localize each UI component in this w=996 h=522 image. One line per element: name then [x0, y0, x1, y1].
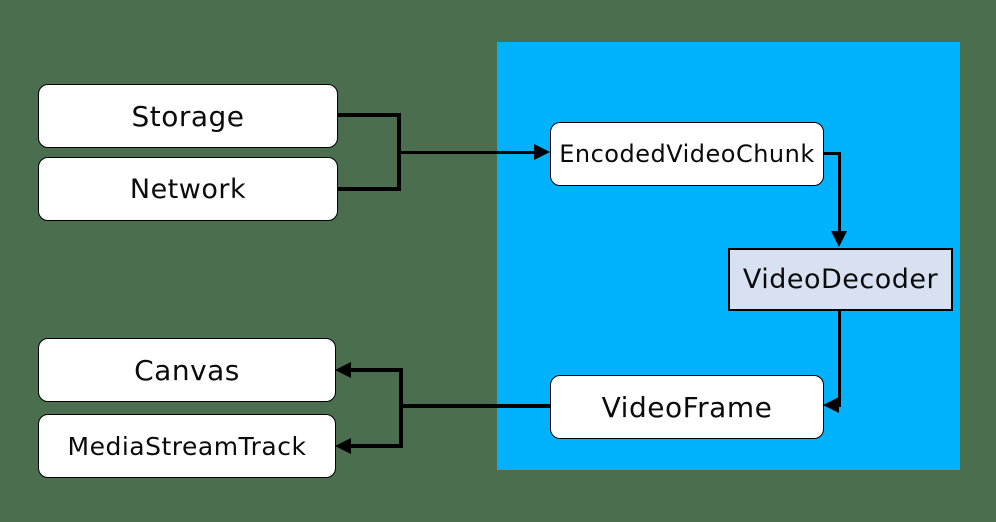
- edge-frame-out-segment: [403, 404, 550, 408]
- node-encoded-video-chunk: EncodedVideoChunk: [550, 122, 824, 186]
- edge-to-chunk-arrowhead: [534, 144, 550, 160]
- node-encoded-video-chunk-label: EncodedVideoChunk: [559, 140, 815, 168]
- node-network: Network: [38, 157, 338, 221]
- edge-to-mediastreamtrack-segment: [349, 444, 403, 448]
- edge-decoder-down-segment: [838, 311, 841, 407]
- edge-to-decoder-arrowhead: [831, 231, 847, 247]
- node-video-frame-label: VideoFrame: [601, 390, 773, 424]
- edge-storage-out-segment: [337, 113, 401, 117]
- node-canvas: Canvas: [38, 338, 336, 402]
- edge-bottom-junction-segment: [399, 368, 403, 448]
- node-network-label: Network: [129, 173, 247, 205]
- node-storage-label: Storage: [131, 99, 245, 133]
- node-video-frame: VideoFrame: [550, 375, 824, 439]
- node-canvas-label: Canvas: [134, 353, 240, 387]
- edge-to-mediastreamtrack-arrowhead: [335, 438, 351, 454]
- edge-network-out-segment: [337, 187, 401, 191]
- node-storage: Storage: [38, 84, 338, 148]
- node-video-decoder-label: VideoDecoder: [742, 264, 939, 295]
- edge-to-frame-arrowhead: [823, 397, 839, 413]
- edge-chunk-down-segment: [838, 152, 841, 232]
- edge-chunk-out-segment: [823, 152, 841, 155]
- node-media-stream-track: MediaStreamTrack: [38, 414, 336, 478]
- edge-to-canvas-arrowhead: [335, 362, 351, 378]
- node-video-decoder: VideoDecoder: [728, 248, 953, 311]
- edge-to-canvas-segment: [349, 368, 403, 372]
- edge-to-chunk-segment: [399, 151, 535, 154]
- node-media-stream-track-label: MediaStreamTrack: [67, 431, 307, 461]
